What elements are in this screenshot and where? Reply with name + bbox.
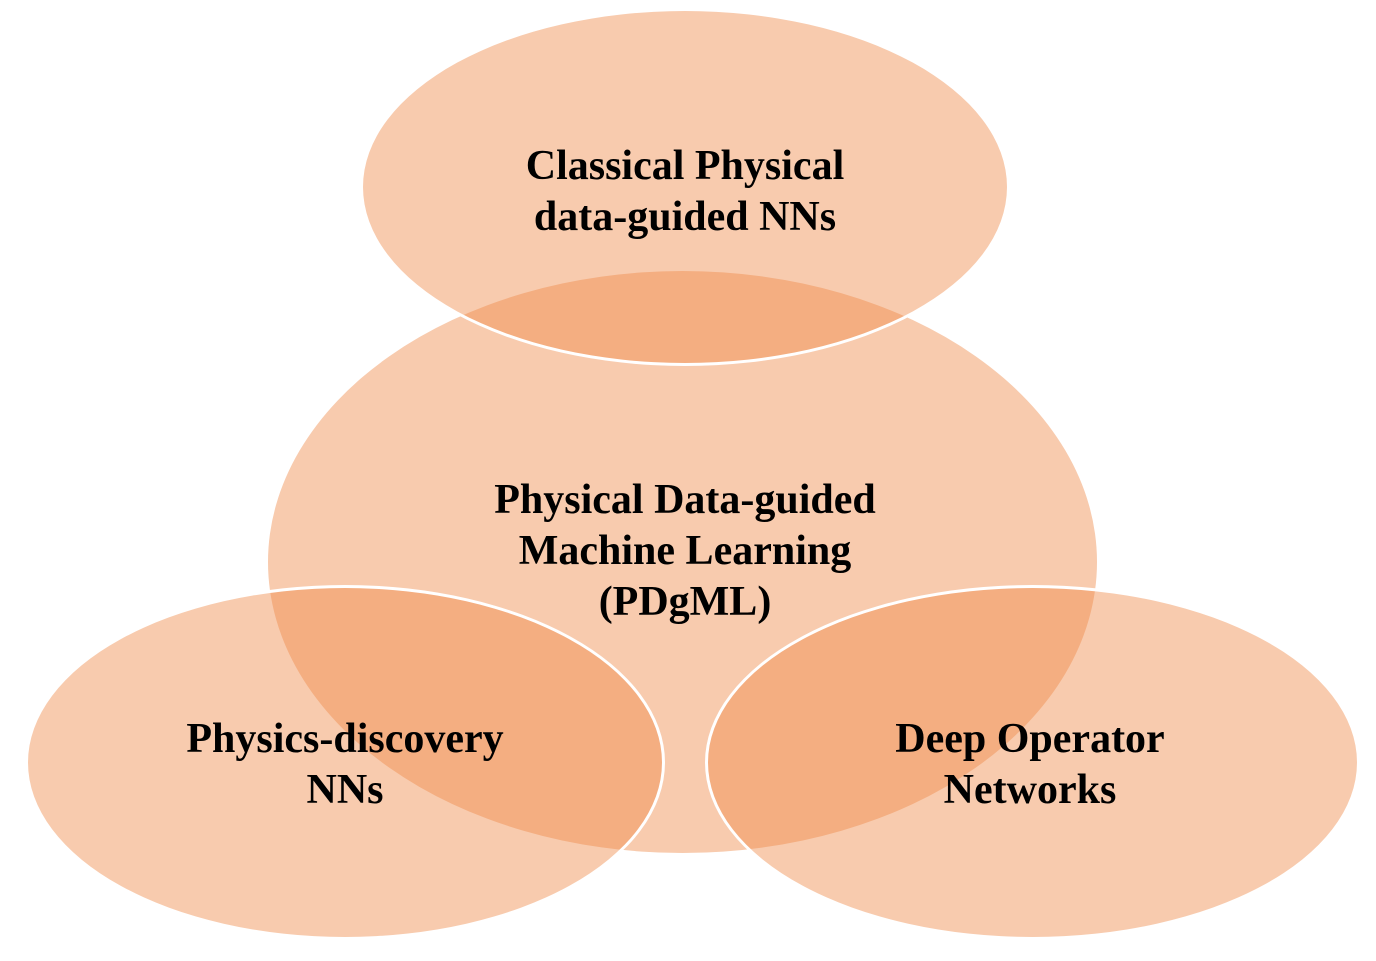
ellipse-deep-operator-networks	[705, 585, 1360, 940]
ellipse-physics-discovery-nns	[25, 585, 665, 940]
ellipse-classical-physical-data-guided-nns	[360, 8, 1010, 366]
